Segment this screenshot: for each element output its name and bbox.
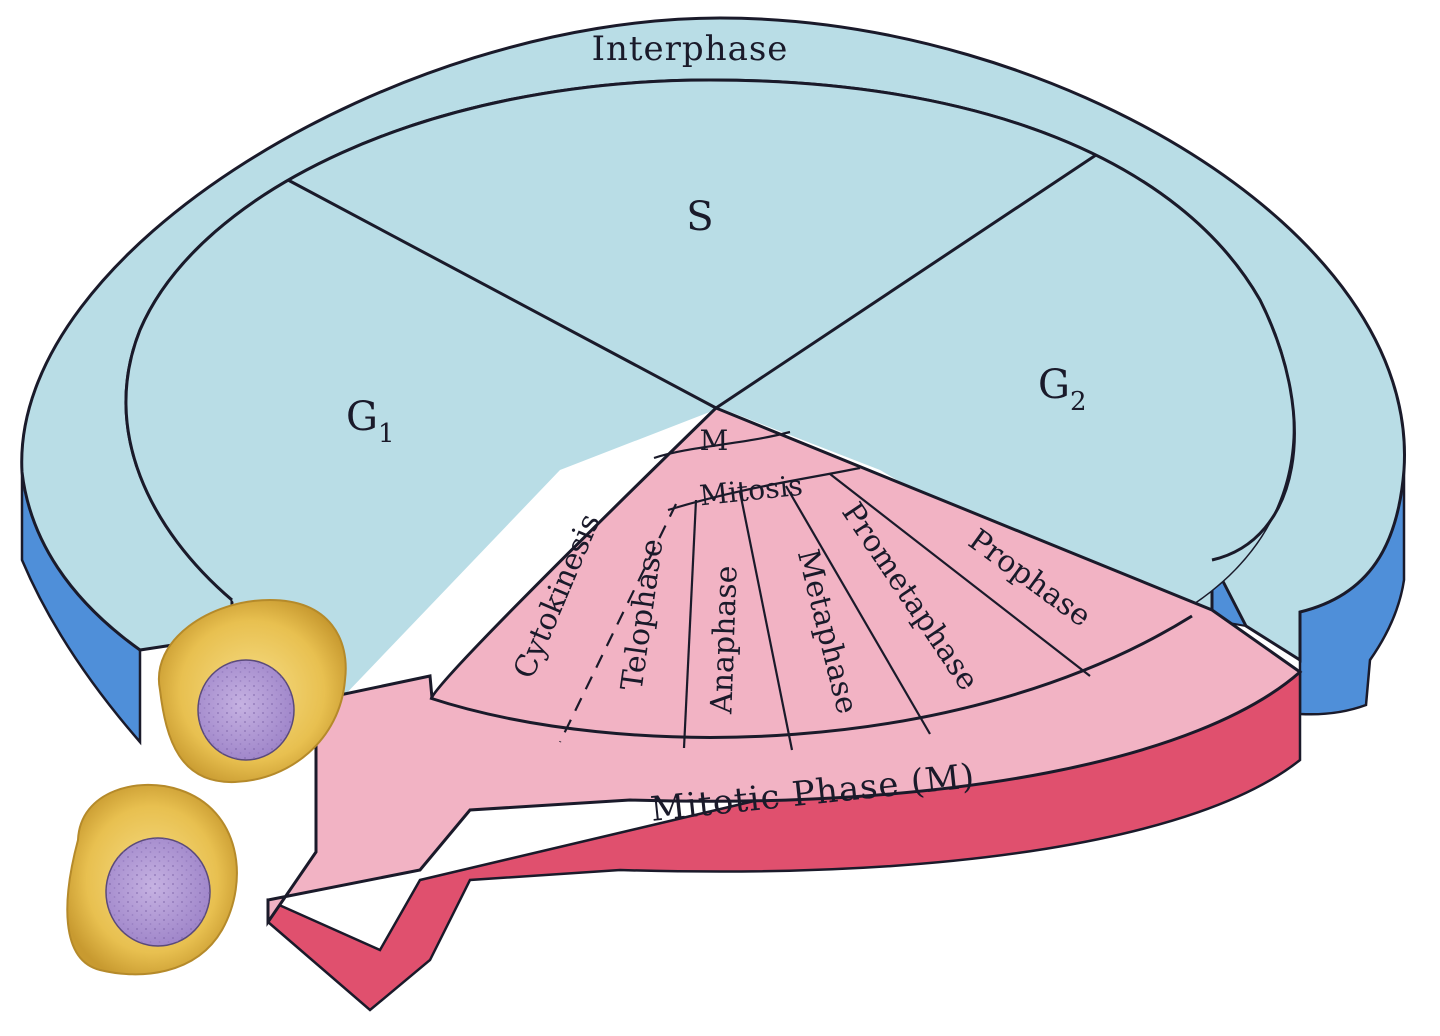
prometaphase-prophase-divider [829,473,1091,677]
g1-s-divider [287,178,717,410]
cytokinesis-telophase-divider [559,503,677,743]
s-phase-label: S [686,194,713,240]
interphase-inner-face [125,80,1293,700]
s-g2-divider [715,153,1097,410]
daughter-cell-icon [157,598,347,784]
daughter-cell-icon [66,783,238,976]
m-arc-inner [653,430,791,460]
m-label: M [700,424,729,457]
anaphase-metaphase-divider [738,491,794,751]
m-arc-outer [667,466,861,512]
mitotic-wedge [266,406,1303,927]
mitotic-band-arc [429,614,1193,739]
interphase-label: Interphase [592,29,789,69]
anaphase-label: Anaphase [704,565,744,716]
telophase-anaphase-divider [682,499,698,749]
g1-phase-label: G1 [346,394,395,449]
interphase-inner-boundary [124,78,1296,602]
metaphase-prometaphase-divider [785,485,931,735]
g2-phase-label: G2 [1038,362,1087,417]
